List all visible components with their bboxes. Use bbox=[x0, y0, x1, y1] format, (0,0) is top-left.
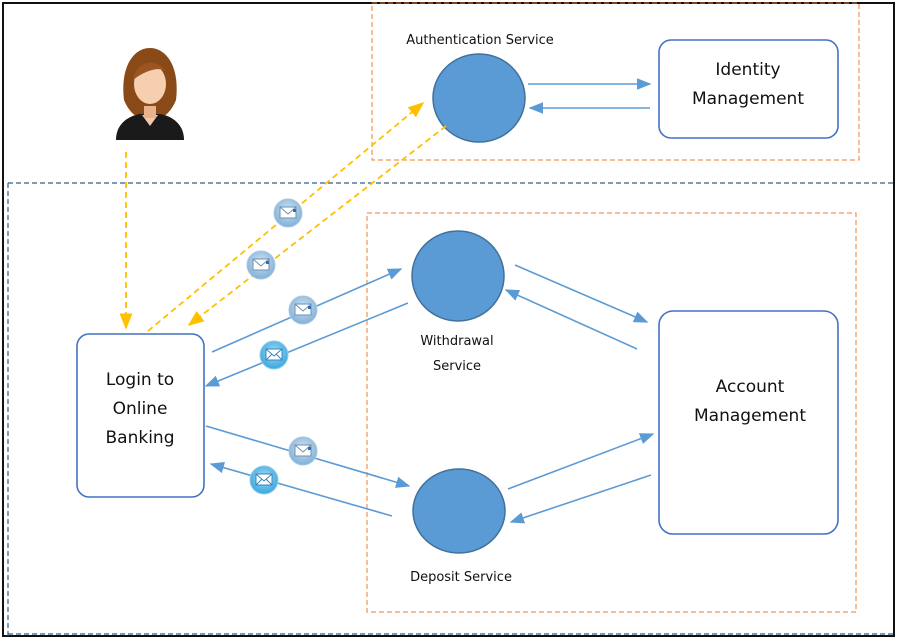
account-to-withdrawal-arrow bbox=[504, 289, 638, 350]
withdrawal-service-label-line2: Service bbox=[433, 359, 481, 374]
deposit-to-login-arrow bbox=[209, 462, 393, 517]
withdrawal-to-account-arrow bbox=[514, 264, 649, 323]
withdrawal-service[interactable] bbox=[411, 230, 505, 322]
identity-box-line2: Management bbox=[692, 89, 804, 109]
transaction-zone bbox=[366, 212, 857, 613]
account-to-deposit-arrow bbox=[509, 474, 652, 524]
envelope-icon bbox=[288, 436, 318, 466]
identity-management-box[interactable]: Identity Management bbox=[658, 39, 839, 139]
deposit-service[interactable] bbox=[412, 468, 506, 554]
deposit-to-account-arrow bbox=[507, 433, 655, 490]
login-box-line2: Online bbox=[113, 399, 168, 419]
withdrawal-service-label-line1: Withdrawal bbox=[420, 334, 493, 349]
account-box-line1: Account bbox=[716, 377, 785, 397]
deposit-service-label: Deposit Service bbox=[410, 570, 512, 585]
envelope-icon bbox=[246, 250, 276, 280]
identity-box-line1: Identity bbox=[715, 60, 780, 80]
envelope-icon bbox=[249, 465, 279, 495]
envelope-icon bbox=[273, 198, 303, 228]
account-management-box[interactable]: Account Management bbox=[658, 310, 839, 535]
login-box[interactable]: Login to Online Banking bbox=[76, 333, 205, 498]
auth-to-login-arrow bbox=[187, 125, 447, 326]
authentication-service-label: Authentication Service bbox=[406, 33, 554, 48]
account-box-line2: Management bbox=[694, 406, 806, 426]
authentication-service[interactable] bbox=[432, 53, 526, 143]
login-box-line1: Login to bbox=[106, 370, 174, 390]
envelope-icon bbox=[288, 295, 318, 325]
withdrawal-to-login-arrow bbox=[204, 302, 409, 387]
auth-zone bbox=[371, 2, 860, 161]
login-box-line3: Banking bbox=[106, 428, 175, 448]
envelope-icon bbox=[259, 340, 289, 370]
user-avatar-icon bbox=[116, 48, 184, 140]
